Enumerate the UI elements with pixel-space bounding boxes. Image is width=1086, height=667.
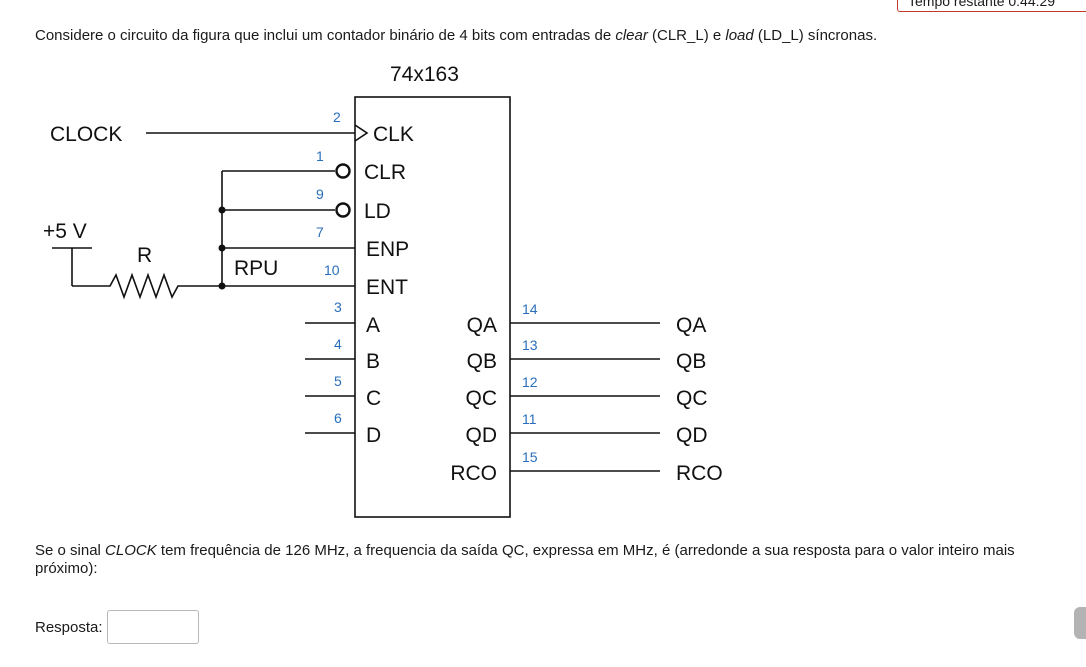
pin-qa-number: 14 — [522, 301, 538, 317]
chip-body — [354, 96, 511, 518]
pin-b-label: B — [366, 350, 380, 373]
counter-circuit-diagram: 74x163 CLOCK 2 CLK 1 CLR 9 LD 7 ENP 10 E… — [43, 63, 723, 518]
pin-qa-label: QA — [467, 314, 497, 337]
answer-row: Resposta: — [35, 609, 199, 645]
pin-ld-number: 9 — [316, 186, 324, 202]
question-intro-text-mid: (CLR_L) e — [647, 27, 726, 44]
question-intro-text-end: (LD_L) síncronas. — [753, 27, 878, 44]
load-term: load — [725, 27, 754, 44]
pin-rco-number: 15 — [522, 449, 538, 465]
pullup-resistor — [72, 272, 222, 300]
pin-ld-label: LD — [364, 200, 391, 223]
pin-enp-label: ENP — [366, 238, 409, 261]
pin-b-number: 4 — [334, 336, 342, 352]
clock-signal-label: CLOCK — [50, 123, 122, 146]
signal-qd-label: QD — [676, 424, 708, 447]
pin-c-label: C — [366, 387, 381, 410]
resistor-label: R — [137, 244, 152, 267]
signal-qa-label: QA — [676, 314, 706, 337]
pin-qd-label: QD — [466, 424, 498, 447]
pin-qc-label: QC — [466, 387, 498, 410]
pin-clk-label: CLK — [373, 123, 414, 146]
clr-inversion-bubble — [335, 163, 351, 179]
chip-name: 74x163 — [390, 63, 459, 86]
signal-rco-label: RCO — [676, 462, 723, 485]
pin-rco-label: RCO — [450, 462, 497, 485]
pin-a-number: 3 — [334, 299, 342, 315]
scrollbar-thumb[interactable] — [1074, 607, 1086, 639]
time-remaining-label: Tempo restante 0:44:29 — [908, 0, 1056, 9]
pin-ent-number: 10 — [324, 262, 340, 278]
answer-label: Resposta: — [35, 618, 103, 636]
rpu-label: RPU — [234, 257, 278, 280]
clear-term: clear — [615, 27, 648, 44]
answer-input[interactable] — [106, 610, 199, 644]
clock-edge-marker — [354, 124, 369, 142]
junction-dot-enp — [218, 244, 226, 252]
clock-term: CLOCK — [105, 542, 157, 559]
question-body-text: Se o sinal — [35, 542, 106, 559]
question-body: Se o sinal CLOCK tem frequência de 126 M… — [35, 542, 1075, 578]
pin-qd-number: 11 — [522, 411, 537, 427]
supply-voltage-label: +5 V — [43, 220, 87, 243]
pin-qb-label: QB — [467, 350, 497, 373]
pin-clr-label: CLR — [364, 161, 406, 184]
pin-qc-number: 12 — [522, 374, 538, 390]
pin-enp-number: 7 — [316, 224, 324, 240]
pin-clr-number: 1 — [316, 148, 324, 164]
question-intro-text: Considere o circuito da figura que inclu… — [35, 27, 616, 44]
ld-inversion-bubble — [335, 202, 351, 218]
pin-d-label: D — [366, 424, 381, 447]
pin-a-label: A — [366, 314, 380, 337]
time-remaining-badge: Tempo restante 0:44:29 — [897, 0, 1086, 12]
pin-qb-number: 13 — [522, 337, 538, 353]
signal-qb-label: QB — [676, 350, 706, 373]
pin-clk-number: 2 — [333, 109, 341, 125]
signal-qc-label: QC — [676, 387, 708, 410]
pin-ent-label: ENT — [366, 276, 408, 299]
question-body-text-end: tem frequência de 126 MHz, a frequencia … — [35, 542, 1015, 577]
junction-dot-ld — [218, 206, 226, 214]
pin-d-number: 6 — [334, 410, 342, 426]
pin-c-number: 5 — [334, 373, 342, 389]
question-intro: Considere o circuito da figura que inclu… — [35, 27, 877, 45]
